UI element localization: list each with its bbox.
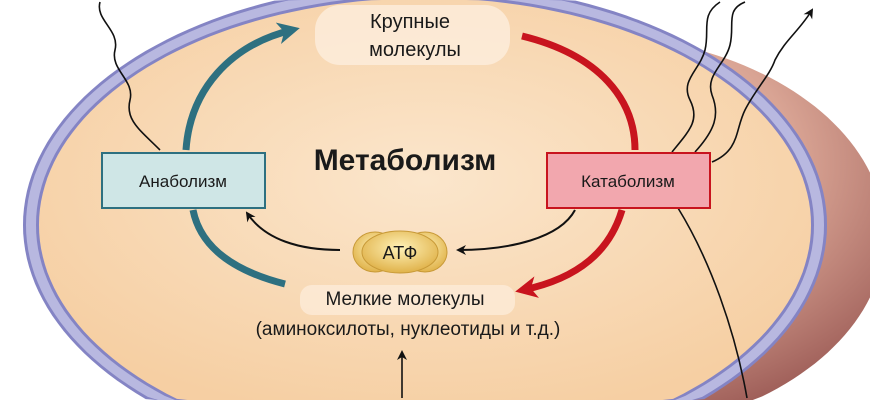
- catabolism-arrow-top: [521, 32, 639, 151]
- small-molecules-line-2: (аминоксилоты, нуклеотиды и т.д.): [256, 319, 561, 340]
- diagram-title: Метаболизм: [314, 144, 497, 177]
- energy-wave-right-3: [711, 8, 814, 163]
- atp-label: АТФ: [383, 243, 418, 263]
- energy-wave-right-1: [671, 1, 721, 153]
- small-molecules-line-1: Мелкие молекулы: [325, 289, 484, 310]
- energy-wave-right-2: [694, 1, 746, 153]
- atp-to-anabolism-arrow: [245, 211, 341, 251]
- anabolism-box: [101, 152, 266, 209]
- catabolism-to-atp-arrow: [456, 209, 576, 255]
- atp-molecule: АТФ: [352, 230, 448, 274]
- anabolism-label: Анаболизм: [139, 172, 227, 191]
- energy-wave-left: [98, 1, 161, 151]
- anabolism-arrow-up: [182, 22, 300, 151]
- waste-line: [677, 207, 748, 399]
- catabolism-box: [546, 152, 711, 209]
- anabolism-arrow-down: [189, 209, 286, 288]
- catabolism-arrow-bottom: [515, 208, 626, 298]
- large-molecules-line-2: молекулы: [369, 39, 461, 61]
- large-molecules-line-1: Крупные: [370, 11, 450, 33]
- catabolism-label: Катаболизм: [581, 172, 675, 191]
